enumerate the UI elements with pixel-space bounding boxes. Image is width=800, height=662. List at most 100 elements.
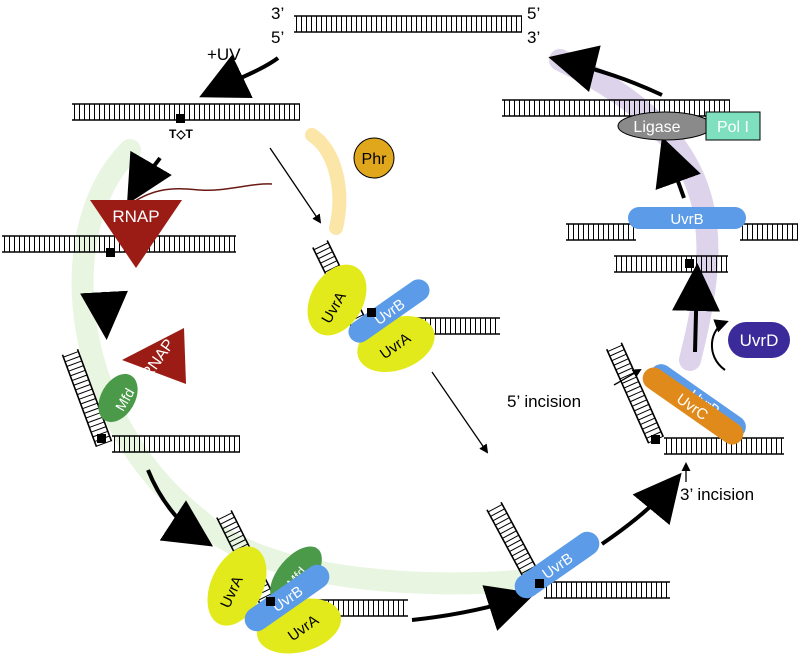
incision-dna-arm-rung xyxy=(638,413,654,421)
bottom-left-dna-arm-rung xyxy=(228,534,244,543)
lesion-bottom-right xyxy=(535,579,544,588)
strand-bottom-right-label: 3’ xyxy=(527,28,540,47)
uvrb-label-gapped: UvrB xyxy=(670,211,703,228)
bottom-right-dna-arm-rung xyxy=(502,530,517,539)
pol1-enzyme xyxy=(705,111,761,141)
lesion-center xyxy=(367,308,376,317)
center-dna-arm-rung xyxy=(322,260,338,269)
incision-dna-arm-rung xyxy=(642,422,658,430)
incision-dna-arm-rung xyxy=(607,344,623,353)
bottom-right-dna-arm-rung xyxy=(490,508,505,517)
incision-dna-arm-rung xyxy=(640,417,656,426)
rnap-triangle xyxy=(90,200,182,268)
incision-dna-arm-rung xyxy=(617,367,633,375)
lesion-bottom-left xyxy=(266,597,275,606)
mfd-dna-arm-rung xyxy=(85,412,102,419)
pol1-label: Pol I xyxy=(717,119,749,136)
bottom-right-dna-arm-rung xyxy=(499,525,515,535)
uvrd-label: UvrD xyxy=(740,331,779,350)
incision-dna-arm-rung xyxy=(627,390,643,398)
repair-pathway-band xyxy=(549,49,719,371)
incision-dna-arm-backbone xyxy=(620,342,665,438)
mfd-dna-arm-rung xyxy=(73,379,89,386)
center-dna-arm-rung xyxy=(324,264,340,273)
center-dna-arm-rung xyxy=(320,255,336,264)
incision-dna-arm-rung xyxy=(636,408,652,416)
gapped-dna xyxy=(566,223,798,273)
bottom-right-dna-arm-rung xyxy=(506,539,522,548)
intact-dna-top xyxy=(294,15,522,33)
mfd-dna-arm-rung xyxy=(87,416,103,424)
mfd-dna-arm-rung xyxy=(64,355,81,363)
incision-dna-arm-rung xyxy=(644,426,660,435)
incision-dna-arm-rung xyxy=(631,399,648,407)
phr-label: Phr xyxy=(362,151,388,168)
rnap-label: RNAP xyxy=(112,207,159,226)
arrow-to-uvrb-alone xyxy=(411,585,536,631)
mfd-dna-arm-rung xyxy=(83,407,100,414)
bottom-right-dna-arm-rung xyxy=(487,503,503,513)
strand-bottom-left-label: 5’ xyxy=(271,28,284,47)
bottom-right-dna-arm-backbone xyxy=(486,509,530,589)
bottom-right-dna-arm-rung xyxy=(497,521,512,531)
arrow-to-rnap xyxy=(126,150,172,205)
arrow-to-uvra-mfd xyxy=(146,469,214,547)
mfd-dna-arm-backbone xyxy=(76,348,113,442)
bottom-right-dna-arm-rung xyxy=(516,556,531,566)
mfd-dna-arm-rung xyxy=(90,426,107,433)
ligase-label: Ligase xyxy=(633,119,680,136)
bottom-left-dna-arm-rung xyxy=(231,539,246,548)
mfd-bent-dna xyxy=(61,348,240,453)
incision5-pointer xyxy=(613,369,642,386)
uv-arrow xyxy=(199,54,280,99)
mfd-dna-arm-rung xyxy=(75,383,91,391)
mfd-dna-arm-rung xyxy=(70,369,86,377)
bottom-left-dna-arm-rung xyxy=(257,592,273,601)
incision-dna-arm-rung xyxy=(609,349,625,357)
bottom-right-dna-arm-rung xyxy=(513,552,529,561)
center-dna-arm-rung xyxy=(315,246,331,255)
dimer-label: T◇T xyxy=(169,127,194,141)
lesion-mfd xyxy=(97,434,106,443)
incision-dna-arm-rung xyxy=(611,353,627,362)
mfd-dna-arm-rung xyxy=(78,393,95,400)
ligase-dna xyxy=(502,99,730,117)
strand-top-left-label: 3’ xyxy=(271,4,284,23)
thin-arrow-to-uvrb xyxy=(431,371,489,454)
incision3-label: 3’ incision xyxy=(680,485,754,504)
pyrimidine-dimer-lesion xyxy=(176,114,185,123)
bottom-left-dna-arm-rung xyxy=(224,525,240,534)
incision-dna-arm-rung xyxy=(615,362,631,371)
arrow-to-gapped-dna xyxy=(672,263,721,353)
phr-enzyme xyxy=(353,137,395,179)
lesion-gapped xyxy=(685,259,694,268)
uvra-protein-1 xyxy=(307,264,367,336)
uvrc-protein xyxy=(642,367,744,445)
mfd-dna-arm-rung xyxy=(68,365,84,372)
mfd-protein xyxy=(98,373,138,423)
mfd-dna-arm-rung xyxy=(89,421,105,428)
mfd-dna-arm-rung xyxy=(66,360,83,367)
mfd-dna-arm-rung xyxy=(82,402,98,410)
mfd-dna-arm-rung xyxy=(63,351,79,358)
uvrd-curved-arrow xyxy=(710,319,729,371)
arrow-to-intact xyxy=(548,45,663,97)
strand-top-right-label: 5’ xyxy=(527,4,540,23)
arrow-to-ligase xyxy=(655,136,701,199)
center-dna-arm-rung xyxy=(318,251,333,260)
bottom-right-dna-arm-rung xyxy=(495,517,510,526)
uvrd-enzyme xyxy=(728,322,790,358)
arrow-to-incision xyxy=(600,472,682,546)
lesion-rnap xyxy=(106,248,115,257)
incision-dna-arm-rung xyxy=(634,403,650,412)
bottom-left-dna-arm-rung xyxy=(219,516,235,525)
uvrb-protein-bottom-left xyxy=(244,564,330,632)
bottom-right-dna-arm-rung xyxy=(504,534,520,544)
lesion-incision xyxy=(651,435,660,444)
incision-dna-arm-backbone xyxy=(605,348,650,444)
incision-dna-arm-rung xyxy=(621,376,637,384)
bottom-right-dna-arm-rung xyxy=(509,543,524,553)
bottom-left-dna-arm-rung xyxy=(226,530,242,539)
